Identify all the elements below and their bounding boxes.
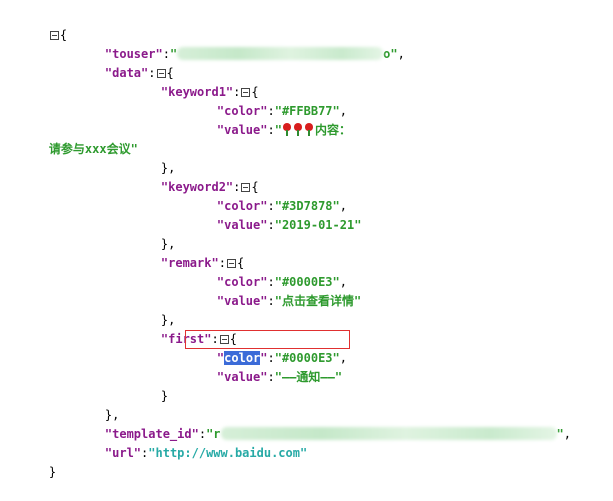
keyword1-value-wrap: 请参与xxx会议": [48, 142, 138, 156]
json-line: "color":"#3D7878",: [216, 199, 347, 213]
json-line: "remark":{: [160, 256, 245, 270]
json-key-color: "color": [216, 104, 268, 118]
json-line: "touser":"o",: [104, 47, 405, 61]
json-key-keyword2: "keyword2": [160, 180, 234, 194]
json-line: "color":"#0000E3",: [216, 351, 347, 365]
collapse-toggle-icon[interactable]: [219, 335, 229, 344]
json-line: },: [160, 237, 176, 251]
touser-value-close: o": [383, 47, 398, 61]
keyword1-value-text: 内容：: [314, 123, 351, 137]
url-link[interactable]: "http://www.baidu.com": [148, 446, 308, 460]
json-key-touser: "touser": [104, 47, 163, 61]
json-line: "value":"内容：: [216, 123, 351, 137]
json-key-value: "value": [216, 370, 268, 384]
json-line: "value":"——通知——": [216, 370, 343, 384]
json-viewer: { "touser":"o", "data":{ "keyword1":{ "c…: [20, 7, 571, 479]
touser-value-open: ": [169, 47, 178, 61]
redacted-touser: [177, 47, 384, 60]
json-key-keyword1: "keyword1": [160, 85, 234, 99]
json-line: 请参与xxx会议": [20, 121, 138, 156]
json-line: },: [160, 161, 176, 175]
json-key-color: "color": [216, 199, 268, 213]
json-key-color: "color": [216, 275, 268, 289]
json-line: }: [160, 389, 169, 403]
redacted-template-id: [220, 427, 557, 440]
json-line: },: [104, 408, 120, 422]
template-id-value-open: "r: [206, 427, 221, 441]
json-line: "color":"#FFBB77",: [216, 104, 347, 118]
json-key-template-id: "template_id": [104, 427, 199, 441]
json-line: "first":{: [160, 332, 237, 346]
json-key-value: "value": [216, 123, 268, 137]
collapse-toggle-icon[interactable]: [241, 183, 251, 192]
collapse-toggle-icon[interactable]: [241, 88, 251, 97]
first-color-value: "#0000E3": [274, 351, 340, 365]
first-value: "——通知——": [274, 370, 343, 384]
rose-emoji-icon: [293, 123, 303, 136]
collapse-toggle-icon[interactable]: [49, 31, 59, 40]
json-line: "url":"http://www.baidu.com": [104, 446, 308, 460]
json-key-url: "url": [104, 446, 142, 460]
json-line: "data":{: [104, 66, 174, 80]
collapse-toggle-icon[interactable]: [226, 259, 236, 268]
json-line: }: [48, 465, 57, 479]
selected-text-color[interactable]: color: [224, 351, 261, 365]
rose-emoji-icon: [282, 123, 292, 136]
keyword2-value: "2019-01-21": [274, 218, 362, 232]
json-line: "color":"#0000E3",: [216, 275, 347, 289]
remark-color-value: "#0000E3": [274, 275, 340, 289]
rose-emoji-icon: [304, 123, 314, 136]
json-line: "template_id":"r",: [104, 427, 571, 441]
json-key-data: "data": [104, 66, 149, 80]
json-key-value: "value": [216, 218, 268, 232]
json-line: {: [20, 7, 67, 42]
json-key-first: "first": [160, 332, 212, 346]
remark-value: "点击查看详情": [274, 294, 362, 308]
template-id-value-close: ": [556, 427, 564, 441]
collapse-toggle-icon[interactable]: [156, 69, 166, 78]
json-key-remark: "remark": [160, 256, 219, 270]
json-line: },: [160, 313, 176, 327]
keyword1-color-value: "#FFBB77": [274, 104, 340, 118]
json-line: "value":"2019-01-21": [216, 218, 362, 232]
json-line: "keyword2":{: [160, 180, 259, 194]
keyword2-color-value: "#3D7878": [274, 199, 340, 213]
json-line: "keyword1":{: [160, 85, 259, 99]
json-line: "value":"点击查看详情": [216, 294, 362, 308]
json-key-value: "value": [216, 294, 268, 308]
